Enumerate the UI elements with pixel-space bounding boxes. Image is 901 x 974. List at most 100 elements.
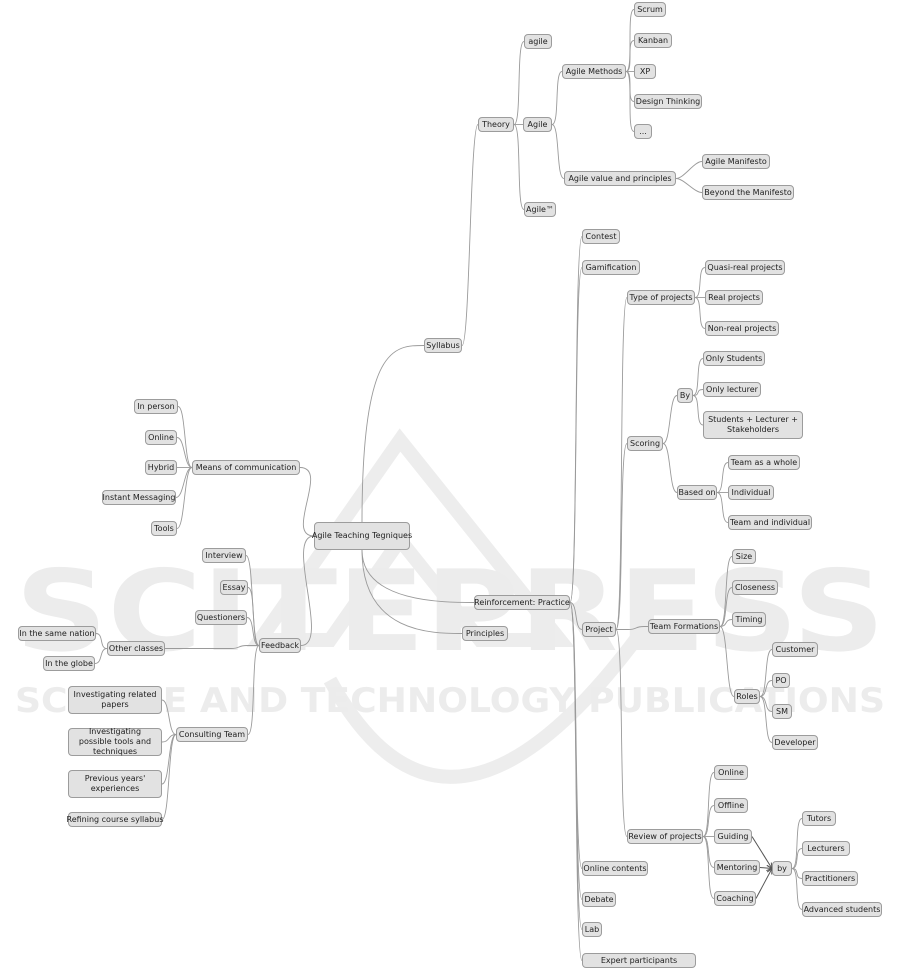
node-students-lecturer-stakeholders[interactable]: Students + Lecturer + Stakeholders [703, 411, 803, 439]
node-lab[interactable]: Lab [582, 922, 602, 937]
node-interview[interactable]: Interview [202, 548, 246, 563]
node-developer[interactable]: Developer [772, 735, 818, 750]
node-label: Team and individual [729, 517, 811, 527]
node-scoring[interactable]: Scoring [627, 436, 663, 451]
node-review-offline[interactable]: Offline [714, 798, 748, 813]
node-review-by[interactable]: by [772, 861, 792, 876]
node-individual[interactable]: Individual [728, 485, 774, 500]
node-contest[interactable]: Contest [582, 229, 620, 244]
connector-by1-onlylect [692, 389, 704, 396]
connector-root-practice [361, 549, 475, 603]
node-design-thinking[interactable]: Design Thinking [634, 94, 702, 109]
node-reinforcement-practice[interactable]: Reinforcement: Practice [474, 595, 570, 610]
node-coaching[interactable]: Coaching [714, 891, 756, 906]
node-agile-methods[interactable]: Agile Methods [562, 64, 626, 79]
node-xp[interactable]: XP [634, 64, 656, 79]
node-quasi-real-projects[interactable]: Quasi-real projects [705, 260, 785, 275]
node-label: Online contents [583, 863, 647, 873]
node-label: Essay [222, 582, 246, 592]
node-theory[interactable]: Theory [478, 117, 514, 132]
node-refining-syllabus[interactable]: Refining course syllabus [67, 812, 164, 827]
node-in-person[interactable]: In person [134, 399, 178, 414]
node-means-of-communication[interactable]: Means of communication [192, 460, 300, 475]
node-tools[interactable]: Tools [151, 521, 177, 536]
node-questioners[interactable]: Questioners [195, 610, 247, 625]
connector-project-scoring [615, 443, 628, 630]
node-label: Agile Teaching Tegniques [311, 531, 413, 540]
node-label: Individual [731, 487, 771, 497]
node-label: Scoring [629, 438, 661, 448]
node-practitioners[interactable]: Practitioners [802, 871, 858, 886]
node-label: Debate [584, 894, 614, 904]
node-online-contents[interactable]: Online contents [582, 861, 648, 876]
node-gamification[interactable]: Gamification [582, 260, 640, 275]
node-review-of-projects[interactable]: Review of projects [627, 829, 703, 844]
connector-types-quasi [694, 267, 706, 298]
node-agile[interactable]: Agile [523, 117, 552, 132]
connector-roles-customer [759, 649, 773, 697]
node-only-lecturer[interactable]: Only lecturer [703, 382, 761, 397]
node-label: Quasi-real projects [707, 262, 783, 272]
node-label: Roles [736, 691, 758, 701]
node-feedback[interactable]: Feedback [259, 638, 301, 653]
node-investigating-tools[interactable]: Investigating possible tools and techniq… [68, 727, 162, 756]
connector-roles-developer [759, 696, 773, 743]
node-advanced-students[interactable]: Advanced students [802, 902, 882, 917]
node-hybrid[interactable]: Hybrid [145, 460, 177, 475]
node-in-same-nation[interactable]: In the same nation [18, 626, 96, 641]
node-project[interactable]: Project [582, 622, 616, 637]
node-expert-participants[interactable]: Expert participants [582, 953, 696, 968]
connector-means-monline [176, 437, 193, 468]
node-investigating-papers[interactable]: Investigating related papers [68, 686, 162, 714]
node-label: Project [585, 624, 613, 634]
node-team-as-whole[interactable]: Team as a whole [728, 455, 800, 470]
node-scrum[interactable]: Scrum [634, 2, 666, 17]
node-instant-messaging[interactable]: Instant Messaging [102, 490, 176, 505]
node-in-globe[interactable]: In the globe [43, 656, 95, 671]
node-review-online[interactable]: Online [714, 765, 748, 780]
node-real-projects[interactable]: Real projects [705, 290, 763, 305]
node-type-of-projects[interactable]: Type of projects [627, 290, 695, 305]
node-other-classes[interactable]: Other classes [107, 641, 165, 656]
node-agile-value-principles[interactable]: Agile value and principles [564, 171, 676, 186]
connector-roles-po [759, 680, 773, 697]
node-consulting-team[interactable]: Consulting Team [176, 727, 248, 742]
node-po[interactable]: PO [772, 673, 790, 688]
node-label: Beyond the Manifesto [704, 187, 792, 197]
connector-teamform-size [719, 556, 733, 627]
node-agile-manifesto[interactable]: Agile Manifesto [702, 154, 770, 169]
node-kanban[interactable]: Kanban [634, 33, 672, 48]
node-tutors[interactable]: Tutors [802, 811, 836, 826]
node-debate[interactable]: Debate [582, 892, 616, 907]
node-size[interactable]: Size [732, 549, 756, 564]
node-lecturers[interactable]: Lecturers [802, 841, 850, 856]
node-based-on[interactable]: Based on [677, 485, 717, 500]
node-principles[interactable]: Principles [462, 626, 508, 641]
connector-means-instant [175, 467, 193, 498]
node-roles[interactable]: Roles [734, 689, 760, 704]
node-previous-years[interactable]: Previous years' experiences [68, 770, 162, 798]
node-comm-online[interactable]: Online [145, 430, 177, 445]
connector-practice-project [569, 602, 583, 630]
node-timing[interactable]: Timing [732, 612, 766, 627]
node-label: In the same nation [19, 628, 95, 638]
node-beyond-manifesto[interactable]: Beyond the Manifesto [702, 185, 794, 200]
node-team-formations[interactable]: Team Formations [648, 619, 720, 634]
node-agile-tm[interactable]: Agile™ [524, 202, 556, 217]
node-scoring-by[interactable]: By [677, 388, 693, 403]
connector-root-means [299, 467, 315, 537]
node-closeness[interactable]: Closeness [732, 580, 778, 595]
node-ellipsis[interactable]: ... [634, 124, 652, 139]
node-guiding[interactable]: Guiding [714, 829, 752, 844]
node-only-students[interactable]: Only Students [703, 351, 765, 366]
node-agile-lowercase[interactable]: agile [524, 34, 552, 49]
node-essay[interactable]: Essay [220, 580, 248, 595]
node-team-and-individual[interactable]: Team and individual [728, 515, 812, 530]
node-sm[interactable]: SM [772, 704, 792, 719]
node-customer[interactable]: Customer [772, 642, 818, 657]
root-node[interactable]: Agile Teaching Tegniques [311, 522, 413, 550]
node-mentoring[interactable]: Mentoring [714, 860, 760, 875]
node-non-real-projects[interactable]: Non-real projects [705, 321, 779, 336]
node-label: Team as a whole [730, 457, 798, 467]
node-syllabus[interactable]: Syllabus [424, 338, 462, 353]
